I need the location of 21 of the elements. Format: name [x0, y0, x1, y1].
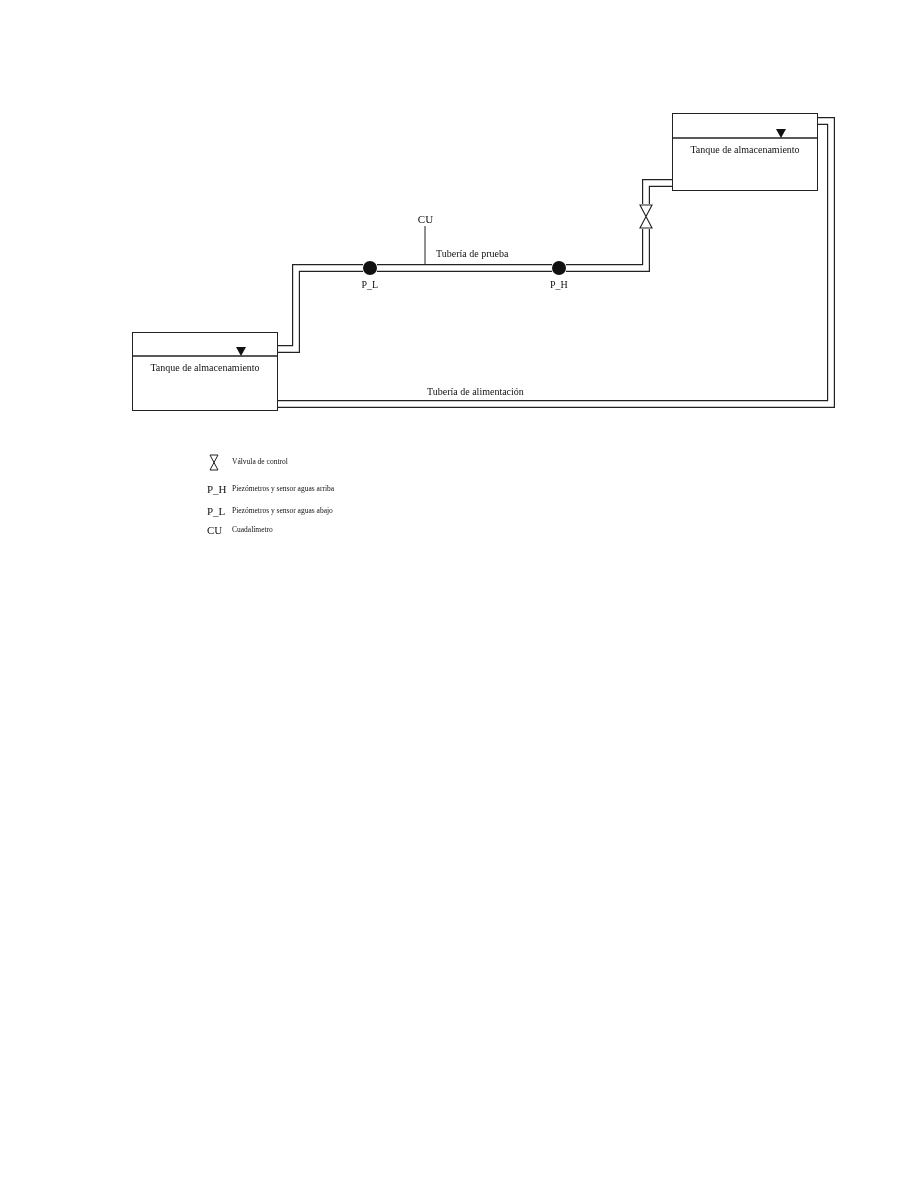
legend-symbol: CU	[207, 524, 223, 536]
legend-symbol: P_L	[207, 505, 226, 517]
legend-symbol: P_H	[207, 483, 227, 495]
sensor-dot	[552, 261, 566, 275]
pipe	[278, 117, 835, 408]
pipe-label: Tubería de prueba	[435, 248, 510, 260]
pipe-label: Tubería de alimentación	[426, 386, 525, 398]
tank-box	[132, 332, 278, 411]
leader-line	[424, 225, 426, 265]
tank-box	[672, 113, 818, 191]
pipe	[278, 264, 363, 353]
tank-label: Tanque de almacenamiento	[149, 362, 261, 374]
pipe	[377, 264, 552, 272]
tank-label: Tanque de almacenamiento	[689, 144, 801, 156]
sensor-label: P_H	[550, 279, 568, 290]
pipe	[566, 229, 650, 272]
pipe	[642, 179, 672, 204]
sensor-dot	[363, 261, 377, 275]
flowmeter-label: CU	[416, 213, 435, 226]
valve-symbol	[639, 204, 653, 229]
sensor-label: P_L	[361, 279, 379, 290]
